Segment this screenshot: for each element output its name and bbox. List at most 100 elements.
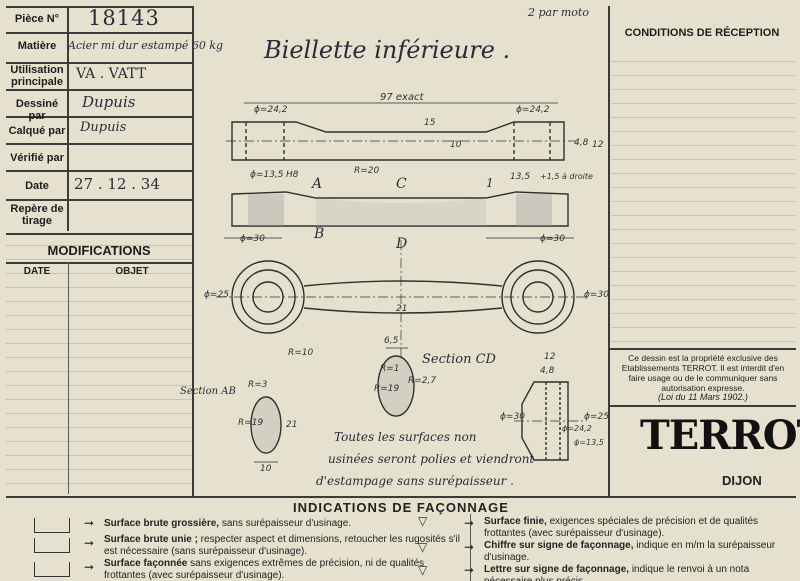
letter-c: C xyxy=(396,176,407,192)
technical-drawing xyxy=(216,102,588,463)
boss-detail xyxy=(514,381,586,461)
section-view xyxy=(224,191,574,239)
letter-1: 1 xyxy=(486,176,494,190)
section-cd xyxy=(377,347,415,417)
dim-h8: H8 xyxy=(286,170,299,180)
dim-r3: R=3 xyxy=(248,380,268,390)
section-ab xyxy=(250,396,282,463)
number-symbol-icon: ▽ xyxy=(418,540,428,554)
modifications-col-divider xyxy=(68,262,69,494)
row-divider xyxy=(6,32,194,34)
smooth-surface-icon xyxy=(34,538,70,553)
arrow-icon: ➞ xyxy=(464,563,475,577)
letter-b: B xyxy=(314,226,325,242)
piece-label: Pièce N° xyxy=(14,13,60,25)
date-label: Date xyxy=(25,180,49,192)
legend-right-1: Surface finie, exigences spéciales de pr… xyxy=(484,516,759,539)
dim-r10: R=10 xyxy=(288,348,314,358)
city-label: DIJON xyxy=(722,473,762,488)
law-reference: (Loi du 11 Mars 1902.) xyxy=(658,392,748,402)
part-title: Biellette inférieure . xyxy=(264,36,511,64)
dim-total-length: 97 exact xyxy=(380,92,424,103)
dim-12: 12 xyxy=(592,140,604,150)
title-block-divider xyxy=(67,6,69,231)
note-line-2: usinées seront polies et viendront xyxy=(328,452,535,466)
section-ab-label: Section AB xyxy=(180,386,236,397)
machined-surface-icon xyxy=(34,562,70,577)
dim-10-ab: 10 xyxy=(260,464,272,474)
legend-left-3: Surface façonnée sans exigences extrêmes… xyxy=(104,558,425,581)
repere-label: Repère de tirage xyxy=(10,203,64,227)
dim-d135-boss: ϕ=13,5 xyxy=(574,438,604,447)
legend-right-3: Lettre sur signe de façonnage, indique l… xyxy=(484,564,750,581)
plan-view xyxy=(216,240,588,360)
row-divider xyxy=(6,116,194,118)
dim-d30-plan: ϕ=30 xyxy=(584,290,609,300)
modifications-table xyxy=(6,232,192,494)
dim-d242-left: ϕ=24,2 xyxy=(254,105,288,115)
quantity-note: 2 par moto xyxy=(528,6,589,19)
row-divider xyxy=(6,89,194,91)
brand-top-line xyxy=(610,405,796,407)
dim-d30-boss: ϕ=30 xyxy=(500,412,525,422)
arrow-icon: ➞ xyxy=(84,516,95,530)
utilisation-value: VA . VATT xyxy=(76,66,147,82)
dessine-signature: Dupuis xyxy=(82,93,136,111)
dim-r1: R=1 xyxy=(380,364,400,374)
dessine-label: Dessiné par xyxy=(15,98,59,122)
letter-d: D xyxy=(396,236,408,252)
dim-d30-left: ϕ=30 xyxy=(240,234,265,244)
piece-value: 18143 xyxy=(88,6,160,30)
row-divider xyxy=(6,199,194,201)
utilisation-label: Utilisation principale xyxy=(10,64,64,88)
dim-tolerance: +1,5 à droite xyxy=(540,172,593,181)
arrow-icon: ➞ xyxy=(84,536,95,550)
dim-d135-right: 13,5 xyxy=(510,172,531,182)
dim-d25: ϕ=25 xyxy=(204,290,229,300)
calque-label: Calqué par xyxy=(8,125,66,137)
matiere-label: Matière xyxy=(17,40,57,52)
legend-top-line xyxy=(6,496,796,498)
legend-divider xyxy=(470,514,471,581)
dim-6-5: 6,5 xyxy=(384,336,399,346)
arrow-icon: ➞ xyxy=(84,560,95,574)
finish-symbol-icon: ▽ xyxy=(418,514,428,528)
dim-10: 10 xyxy=(450,140,462,150)
dim-21: 21 xyxy=(396,304,408,314)
dim-21-ab: 21 xyxy=(286,420,298,430)
elevation-view xyxy=(226,102,576,161)
dim-4-8-boss: 4,8 xyxy=(540,366,555,376)
row-divider xyxy=(6,62,194,64)
dim-12-boss: 12 xyxy=(544,352,556,362)
arrow-icon: ➞ xyxy=(464,516,475,530)
arrow-icon: ➞ xyxy=(464,540,475,554)
legend-right-2: Chiffre sur signe de façonnage, indique … xyxy=(484,540,776,563)
date-value: 27 . 12 . 34 xyxy=(74,175,160,193)
note-line-1: Toutes les surfaces non xyxy=(334,430,477,444)
col-date: DATE xyxy=(23,266,51,277)
calque-signature: Dupuis xyxy=(80,120,127,135)
dim-d242-boss: ϕ=24,2 xyxy=(562,424,592,433)
col-objet: OBJET xyxy=(115,266,149,277)
matiere-value: Acier mi dur estampé 60 kg xyxy=(68,39,224,52)
dim-4-8: 4,8 xyxy=(574,138,589,148)
right-panel-border xyxy=(608,6,610,496)
dim-d135-left: ϕ=13,5 xyxy=(250,170,284,180)
note-line-3: d'estampage sans surépaisseur . xyxy=(316,474,514,488)
letter-a: A xyxy=(312,176,323,192)
legend-left-1: Surface brute grossière, sans surépaisse… xyxy=(104,518,352,529)
dim-d242-right: ϕ=24,2 xyxy=(516,105,550,115)
letter-symbol-icon: ▽ xyxy=(418,563,428,577)
section-cd-label: Section CD xyxy=(422,352,496,367)
dim-r2-7: R=2,7 xyxy=(408,376,437,386)
row-divider xyxy=(6,143,194,145)
left-panel-border xyxy=(192,6,194,496)
conditions-area xyxy=(611,48,795,348)
legend-title: INDICATIONS DE FAÇONNAGE xyxy=(293,500,509,515)
conditions-title: CONDITIONS DE RÉCEPTION xyxy=(624,27,780,39)
dim-r19: R=19 xyxy=(374,384,400,394)
verifie-label: Vérifié par xyxy=(10,152,64,164)
ownership-notice: Ce dessin est la propriété exclusive des… xyxy=(621,353,785,393)
row-divider xyxy=(6,170,194,172)
